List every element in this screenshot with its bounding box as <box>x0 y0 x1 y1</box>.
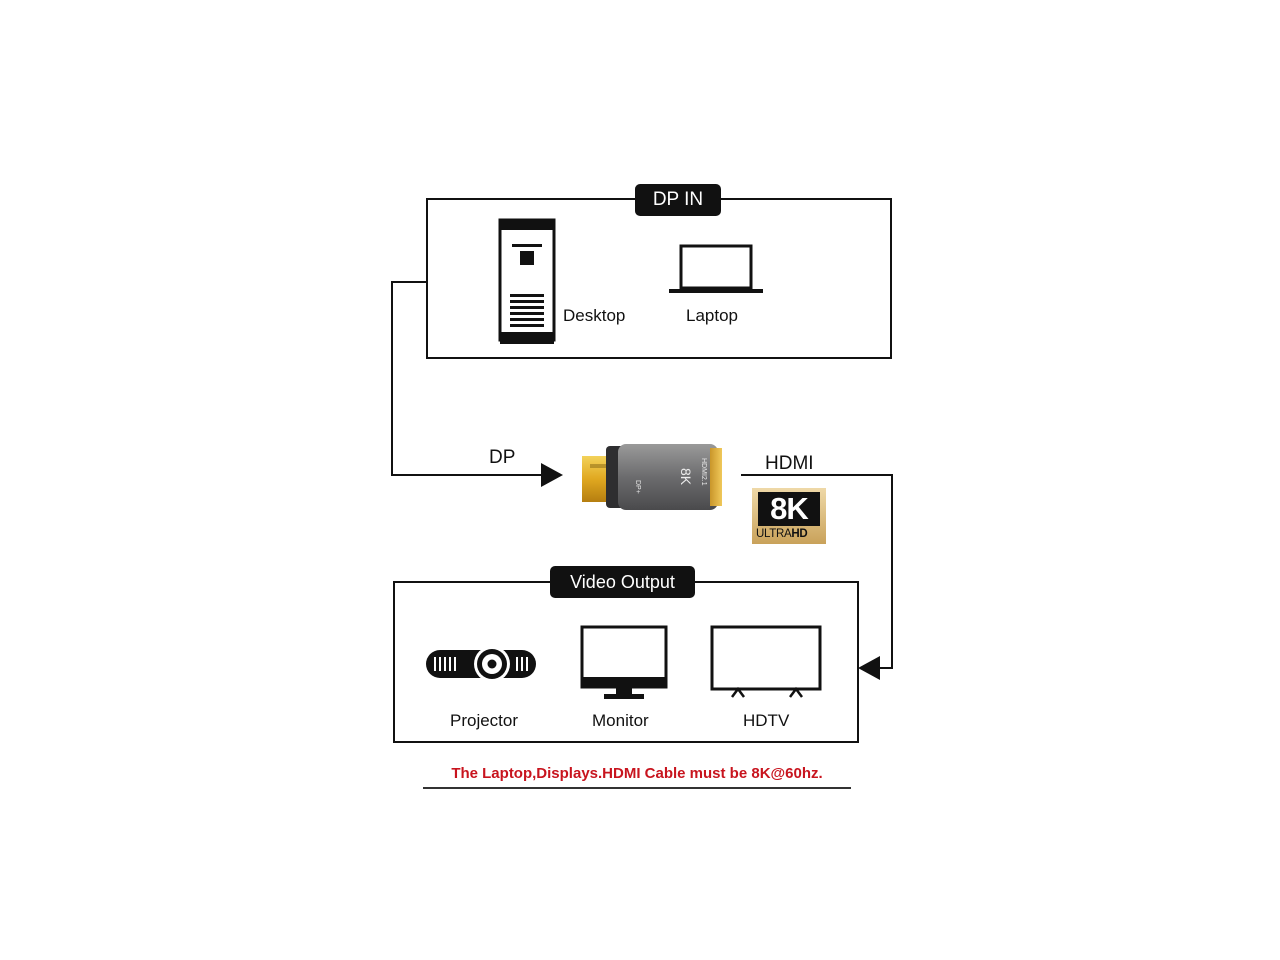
dp-cable-vertical-segment <box>391 281 393 475</box>
requirement-note: The Laptop,Displays.HDMI Cable must be 8… <box>451 765 823 782</box>
video-output-title: Video Output <box>550 566 695 598</box>
adapter-8k-text: 8K <box>678 468 694 486</box>
8k-ultra-hd-badge: 8K ULTRAHD <box>752 488 826 544</box>
hdmi-cable-top-segment <box>741 474 893 476</box>
hdtv-icon <box>710 625 822 698</box>
dp-arrow-icon <box>541 463 563 487</box>
badge-ultra: ULTRA <box>756 528 792 540</box>
monitor-label: Monitor <box>592 711 649 730</box>
laptop-icon <box>669 244 763 293</box>
projector-icon <box>426 646 536 682</box>
desktop-tower-icon <box>498 218 556 344</box>
dp-in-panel <box>426 198 892 359</box>
dp-in-title: DP IN <box>635 184 721 216</box>
adapter-hdmi-text: HDMI2.1 <box>700 458 707 486</box>
hdmi-label: HDMI <box>765 453 814 474</box>
badge-hd: HD <box>791 528 808 540</box>
note-underline <box>423 787 851 789</box>
dp-cable-bottom-segment <box>391 474 543 476</box>
monitor-icon <box>580 625 668 699</box>
laptop-label: Laptop <box>686 306 738 325</box>
hdmi-cable-bottom-segment <box>878 667 893 669</box>
adapter-dp-text: DP+ <box>634 480 641 494</box>
hdmi-arrow-icon <box>858 656 880 680</box>
desktop-label: Desktop <box>563 306 626 325</box>
projector-label: Projector <box>450 711 519 730</box>
hdmi-cable-vertical-segment <box>891 474 893 668</box>
dp-to-hdmi-adapter-icon: DP+ 8K HDMI2.1 <box>582 444 722 510</box>
dp-cable-top-segment <box>391 281 427 283</box>
badge-8k-text: 8K <box>758 492 820 526</box>
hdtv-label: HDTV <box>743 711 790 730</box>
dp-label: DP <box>489 447 516 468</box>
badge-ultra-hd-text: ULTRAHD <box>756 528 808 540</box>
